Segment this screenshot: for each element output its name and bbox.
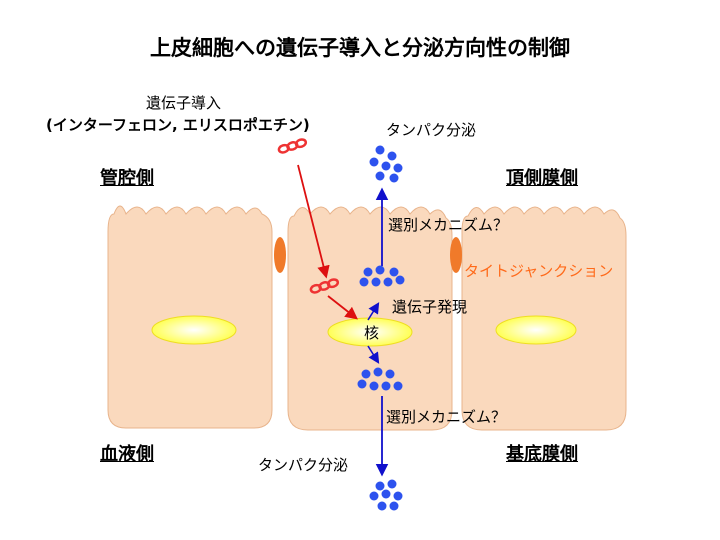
basal-side-label: 基底膜側 <box>506 444 578 465</box>
nucleus-label: 核 <box>364 324 380 342</box>
protein-cluster-intracellular-upper <box>359 265 405 287</box>
protein-cluster-basal <box>369 479 403 511</box>
tight-junction-right <box>450 237 462 273</box>
gene-transfer-examples: (インターフェロン, エリスロポエチン) <box>46 116 310 134</box>
secretion-bottom-label: タンパク分泌 <box>258 456 349 474</box>
nucleus-right <box>495 315 577 345</box>
protein-cluster-apical <box>369 145 403 183</box>
protein-cluster-intracellular-lower <box>357 367 403 391</box>
dna-plasmid-icon <box>277 138 308 154</box>
diagram-title: 上皮細胞への遺伝子導入と分泌方向性の制御 <box>150 36 570 60</box>
nucleus-left <box>151 315 237 345</box>
blood-side-label: 血液側 <box>100 444 154 465</box>
tight-junction-left <box>274 237 286 273</box>
secretion-top-label: タンパク分泌 <box>386 121 477 139</box>
sorting-top-label: 選別メカニズム？ <box>388 216 509 234</box>
dna-to-nucleus-arrow <box>327 295 358 320</box>
tight-junction-label: タイトジャンクション <box>464 262 614 280</box>
gene-expression-label: 遺伝子発現 <box>392 298 468 316</box>
dna-intracellular-icon <box>309 278 340 294</box>
expression-down-arrow <box>367 345 380 364</box>
apical-side-label: 頂側膜側 <box>506 168 578 189</box>
gene-transfer-arrow <box>297 164 330 279</box>
expression-up-arrow <box>367 302 380 321</box>
gene-transfer-label: 遺伝子導入 <box>146 94 222 112</box>
sorting-bottom-label: 選別メカニズム？ <box>386 408 507 426</box>
lumen-side-label: 管腔側 <box>100 168 154 189</box>
